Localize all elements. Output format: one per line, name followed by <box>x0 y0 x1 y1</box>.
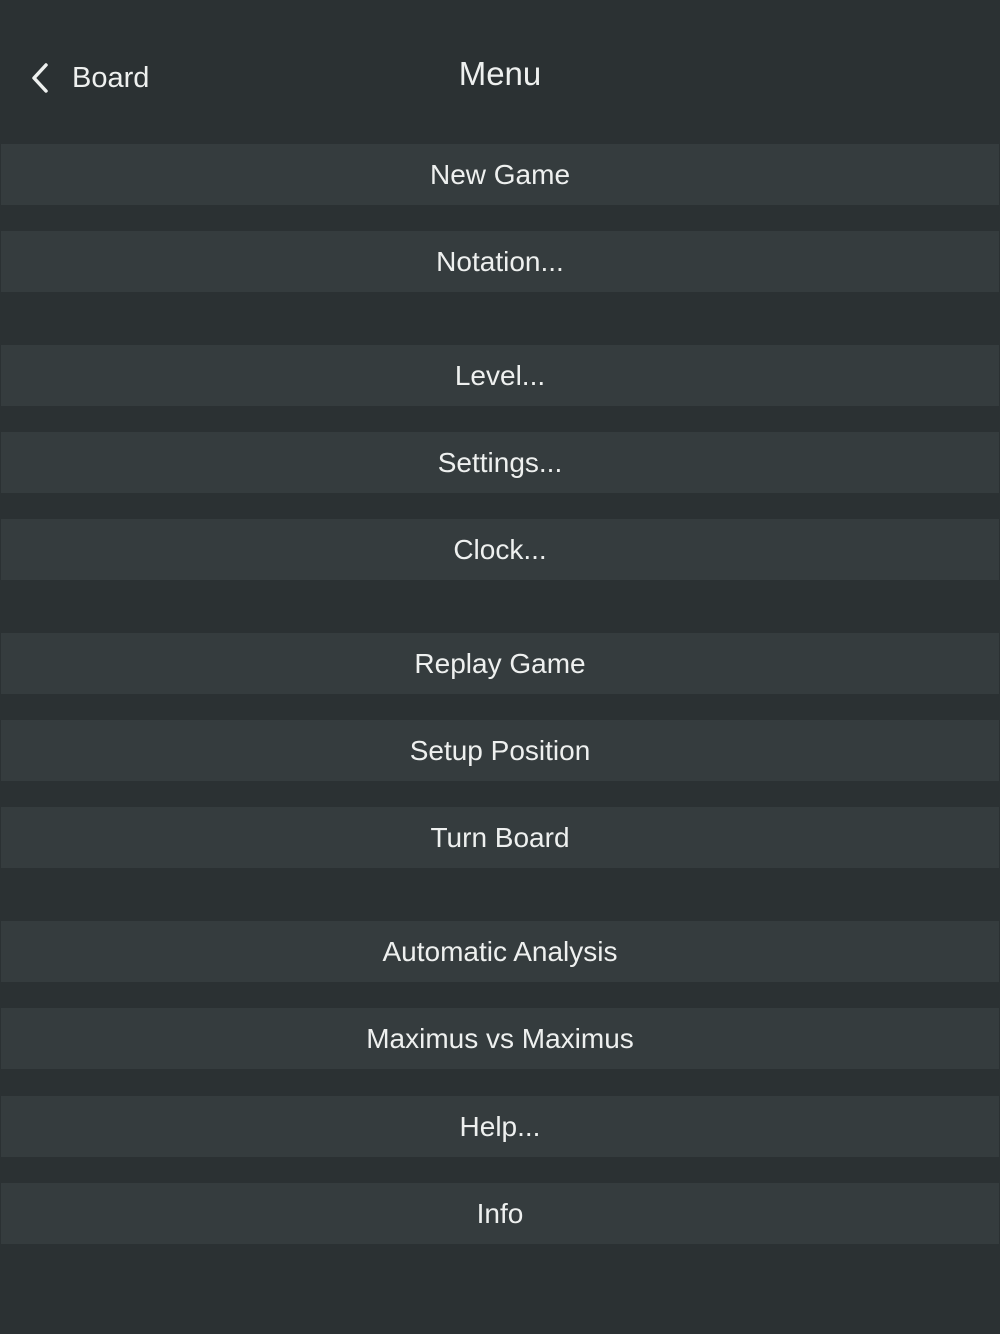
menu-item-label: Maximus vs Maximus <box>366 1022 634 1054</box>
menu-item-label: Clock... <box>453 533 547 565</box>
menu-item-maximus-vs-maximus[interactable]: Maximus vs Maximus <box>1 1008 999 1069</box>
menu-item-label: Setup Position <box>409 734 591 766</box>
menu-item-label: Info <box>476 1197 524 1229</box>
chevron-left-icon <box>28 60 52 96</box>
menu-item-label: Replay Game <box>414 647 586 679</box>
page-title: Menu <box>458 55 542 92</box>
back-button[interactable]: Board <box>28 58 149 98</box>
menu-item-setup-position[interactable]: Setup Position <box>1 720 999 781</box>
menu-item-turn-board[interactable]: Turn Board <box>1 807 999 868</box>
menu-item-new-game[interactable]: New Game <box>1 144 999 205</box>
menu-item-notation[interactable]: Notation... <box>1 231 999 292</box>
menu-item-replay-game[interactable]: Replay Game <box>1 633 999 694</box>
back-label: Board <box>72 62 150 94</box>
menu-item-clock[interactable]: Clock... <box>1 519 999 580</box>
menu-item-label: Automatic Analysis <box>382 935 618 967</box>
menu-item-help[interactable]: Help... <box>1 1096 999 1157</box>
menu-item-info[interactable]: Info <box>1 1183 999 1244</box>
menu-item-level[interactable]: Level... <box>1 345 999 406</box>
menu-item-label: Turn Board <box>430 821 570 853</box>
menu-item-settings[interactable]: Settings... <box>1 432 999 493</box>
menu-item-label: Settings... <box>437 446 563 478</box>
menu-item-label: Level... <box>454 359 546 391</box>
menu-item-label: New Game <box>429 158 571 190</box>
menu-item-label: Notation... <box>436 245 564 277</box>
navigation-header: Board Menu <box>0 0 1000 142</box>
menu-item-automatic-analysis[interactable]: Automatic Analysis <box>1 921 999 982</box>
menu-item-label: Help... <box>459 1110 541 1142</box>
